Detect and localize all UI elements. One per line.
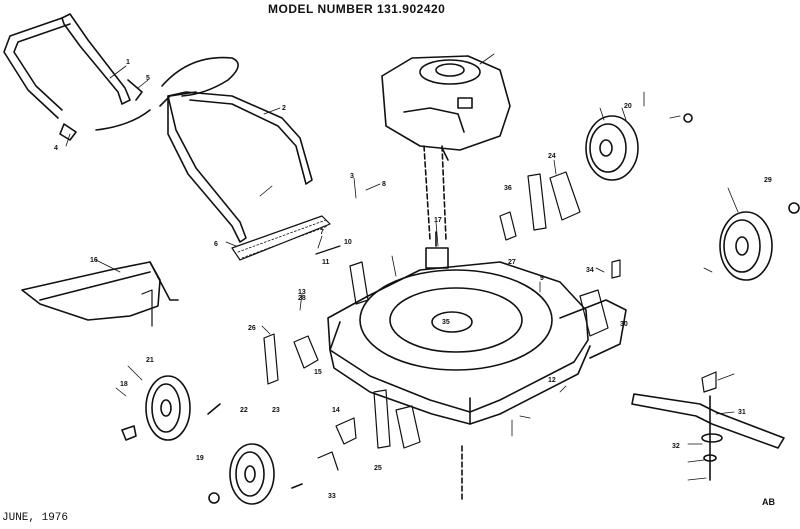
- front-right-wheel: [719, 202, 800, 281]
- callout-7: 7: [320, 229, 324, 236]
- callout-24: 24: [548, 153, 556, 160]
- callout-5: 5: [146, 75, 150, 82]
- engine: [381, 55, 511, 241]
- callout-10: 10: [344, 239, 352, 246]
- callout-20: 20: [624, 103, 632, 110]
- diagram-code: AB: [762, 497, 775, 507]
- mower-deck: [327, 231, 627, 501]
- callout-21: 21: [146, 357, 154, 364]
- callout-12: 12: [548, 377, 556, 384]
- callout-9: 9: [540, 275, 544, 282]
- callout-26: 26: [248, 325, 256, 332]
- callout-31: 31: [738, 409, 746, 416]
- callout-27: 27: [508, 259, 516, 266]
- rear-right-wheel: [585, 113, 693, 181]
- leader-lines: [65, 53, 739, 481]
- callout-32: 32: [672, 443, 680, 450]
- callout-18: 18: [120, 381, 128, 388]
- callout-3: 3: [350, 173, 354, 180]
- callout-labels: 1 2 3 4 5 6 7 8 9 10 11 12 13 14 15 16 1…: [54, 59, 772, 500]
- callout-28: 28: [298, 295, 306, 302]
- callout-19: 19: [196, 455, 204, 462]
- callout-25: 25: [374, 465, 382, 472]
- callout-17: 17: [434, 217, 442, 224]
- callout-35: 35: [442, 319, 450, 326]
- callout-6: 6: [214, 241, 218, 248]
- callout-2: 2: [282, 105, 286, 112]
- discharge-chute: [21, 261, 179, 321]
- callout-36: 36: [504, 185, 512, 192]
- callout-14: 14: [332, 407, 340, 414]
- callout-11: 11: [322, 259, 330, 266]
- callout-22: 22: [240, 407, 248, 414]
- callout-4: 4: [54, 145, 58, 152]
- model-number-title: MODEL NUMBER 131.902420: [268, 2, 446, 16]
- blade-assembly: [631, 393, 785, 481]
- callout-15: 15: [314, 369, 322, 376]
- callout-30: 30: [620, 321, 628, 328]
- height-adjusters: [141, 171, 717, 471]
- callout-1: 1: [126, 59, 130, 66]
- publication-date: JUNE, 1976: [2, 512, 69, 524]
- callout-33: 33: [328, 493, 336, 500]
- callout-8: 8: [382, 181, 386, 188]
- callout-13: 13: [298, 289, 306, 296]
- front-left-wheel: [208, 443, 303, 505]
- callout-16: 16: [90, 257, 98, 264]
- callout-23: 23: [272, 407, 280, 414]
- callout-34: 34: [586, 267, 594, 274]
- handle-assembly: [3, 13, 313, 243]
- callout-29: 29: [764, 177, 772, 184]
- rear-deflector: [231, 215, 331, 261]
- rear-left-wheel: [121, 375, 221, 441]
